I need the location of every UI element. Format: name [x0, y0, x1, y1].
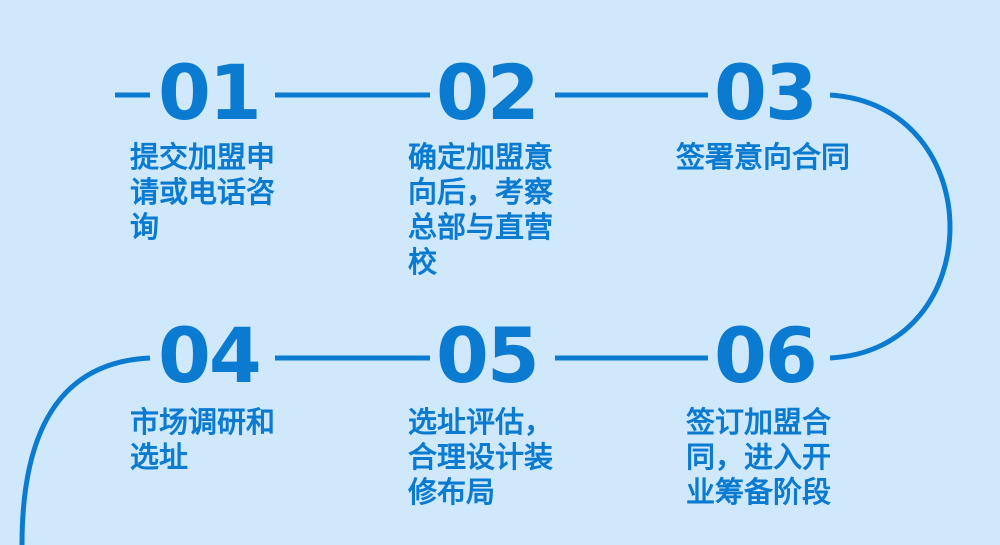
step-description-05: 选址评估， 合理设计装 修布局 — [408, 405, 554, 509]
step-number-05: 05 — [430, 318, 544, 394]
step-number-06: 06 — [708, 318, 822, 394]
step-description-02: 确定加盟意 向后，考察 总部与直营 校 — [408, 140, 554, 279]
step-description-01: 提交加盟申 请或电话咨 询 — [130, 140, 276, 244]
connector-loop-03-06 — [829, 92, 953, 361]
step-description-06: 签订加盟合 同，进入开 业筹备阶段 — [686, 405, 832, 509]
connector-curve-exit — [19, 355, 151, 545]
step-number-02: 02 — [430, 55, 544, 131]
step-description-03: 签署意向合同 — [676, 140, 851, 174]
step-number-01: 01 — [152, 55, 266, 131]
step-number-03: 03 — [708, 55, 822, 131]
step-description-04: 市场调研和 选址 — [130, 405, 276, 474]
step-number-04: 04 — [152, 318, 266, 394]
